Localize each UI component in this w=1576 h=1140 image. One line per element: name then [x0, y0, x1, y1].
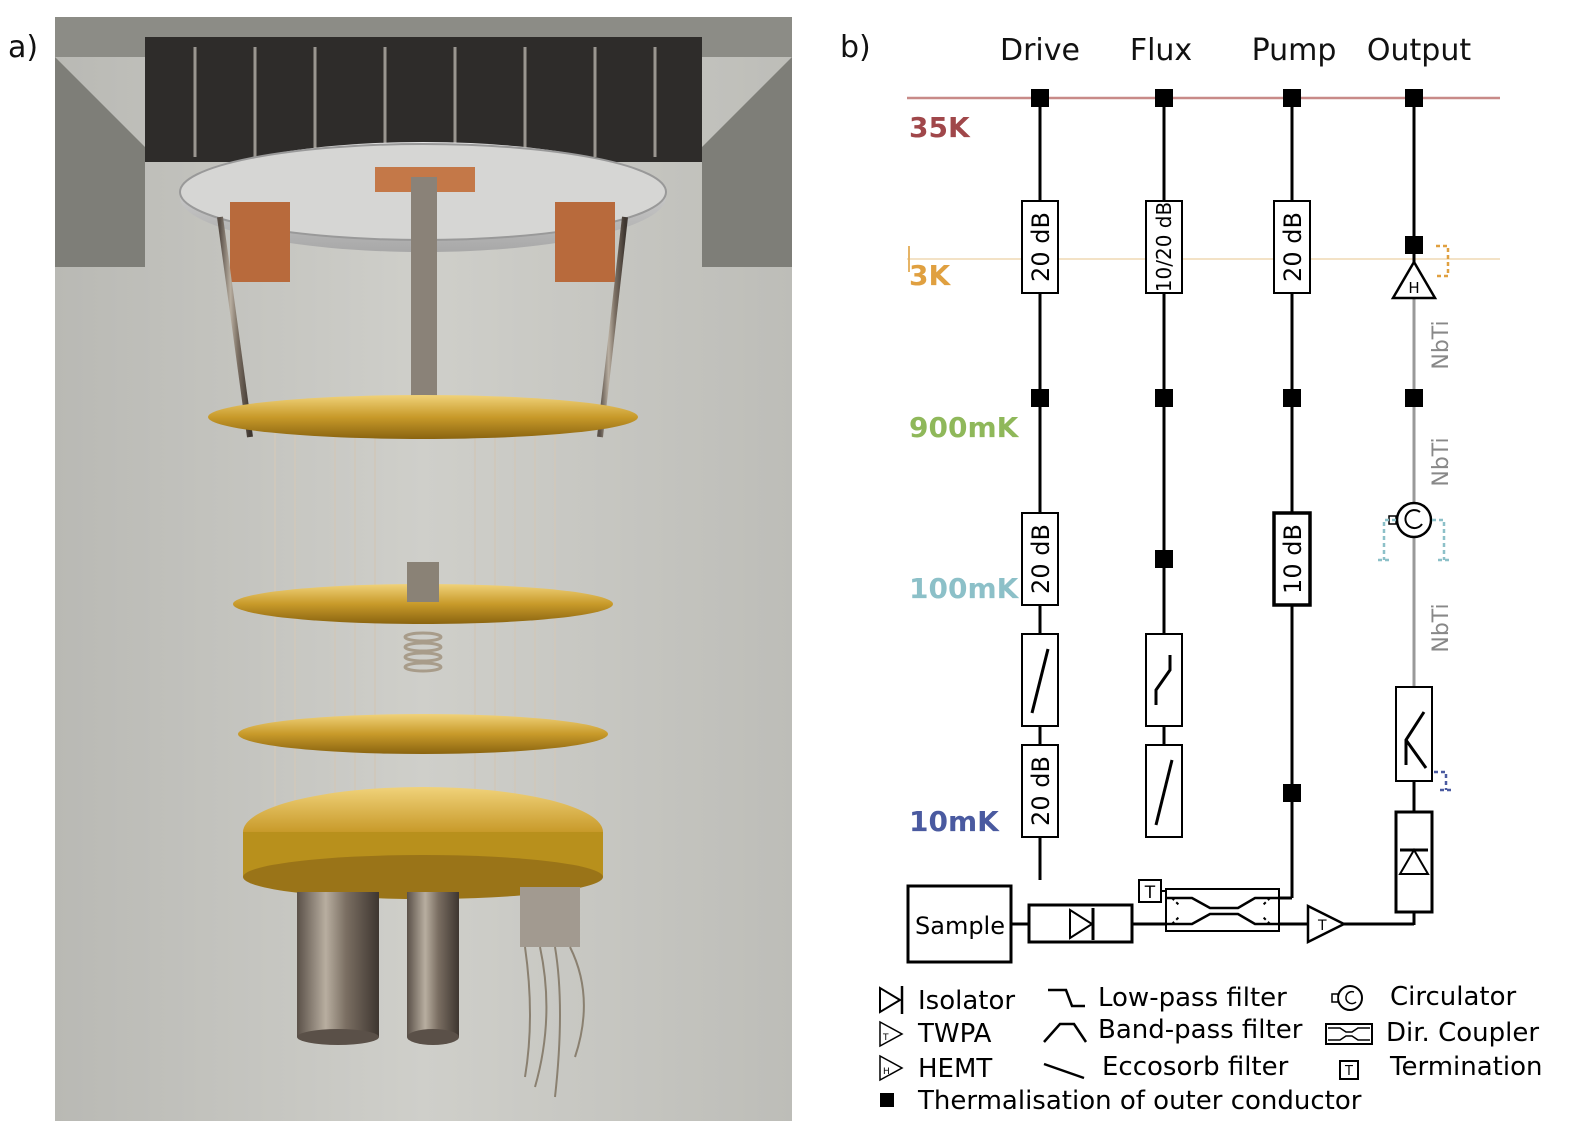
legend-lowpass-icon [1048, 988, 1085, 1008]
legend-circulator-icon [1337, 985, 1363, 1011]
flux-attenuator [1145, 200, 1183, 294]
stage-900mk-label: 900mK [909, 411, 1020, 444]
termination-glyph: T [1144, 883, 1156, 903]
svg-text:T: T [1344, 1064, 1353, 1079]
drive-thermal-35k [1031, 89, 1049, 107]
hemt-glyph: H [1408, 279, 1419, 297]
legend-isolator-label: Isolator [918, 986, 1015, 1016]
drive-attenuator-3-label: 20 dB [1027, 756, 1055, 826]
drive-attenuator-2 [1021, 512, 1059, 606]
output-line-title: Output [1367, 33, 1471, 68]
panel-b-label: b) [840, 30, 871, 65]
pump-attenuator-1 [1273, 200, 1311, 294]
nbti-label-2: NbTi [1429, 437, 1454, 486]
hemt-amplifier [1390, 259, 1438, 300]
legend-eccosorb-label: Eccosorb filter [1102, 1052, 1289, 1082]
flux-thermal-900mk [1155, 389, 1173, 407]
pump-attenuator-2-label: 10 dB [1279, 524, 1307, 594]
pump-attenuator-1-label: 20 dB [1279, 212, 1307, 282]
legend-isolator-icon [879, 986, 902, 1014]
sample-isolator [1027, 903, 1134, 944]
legend-dircoupler-icon [1325, 1023, 1373, 1045]
legend-hemt-icon [879, 1054, 904, 1082]
nbti-label-3: NbTi [1429, 603, 1454, 652]
drive-attenuator-1-label: 20 dB [1027, 212, 1055, 282]
twpa-glyph: T [1317, 918, 1327, 934]
drive-attenuator-2-label: 20 dB [1027, 524, 1055, 594]
output-thermal-900mk [1405, 389, 1423, 407]
pump-attenuator-2 [1272, 511, 1312, 607]
flux-thermal-35k [1155, 89, 1173, 107]
drive-attenuator-3 [1021, 744, 1059, 838]
panel-a-label: a) [8, 30, 39, 65]
output-bandpass-filter [1395, 686, 1433, 782]
stage-3k-label: 3K [909, 259, 951, 292]
output-thermal-35k [1405, 89, 1423, 107]
pump-thermal-10mk [1283, 784, 1301, 802]
stage-35k-label: 35K [909, 111, 971, 144]
flux-attenuator-label: 10/20 dB [1152, 202, 1176, 292]
flux-line-title: Flux [1130, 33, 1192, 68]
dilution-refrigerator-photo [55, 17, 792, 1121]
svg-text:T: T [882, 1033, 889, 1043]
legend-eccosorb-icon [1043, 1062, 1085, 1080]
legend-dircoupler-label: Dir. Coupler [1386, 1018, 1539, 1048]
legend-circulator-label: Circulator [1390, 982, 1517, 1012]
legend-thermalisation-icon [880, 1093, 894, 1107]
drive-thermal-900mk [1031, 389, 1049, 407]
legend: Isolator T TWPA H HEMT Low-pass filter B… [879, 982, 1542, 1116]
pump-thermal-900mk [1283, 389, 1301, 407]
legend-twpa-icon [879, 1020, 904, 1048]
pump-thermal-35k [1283, 89, 1301, 107]
drive-line-title: Drive [1000, 33, 1080, 68]
legend-hemt-label: HEMT [918, 1054, 992, 1084]
svg-text:H: H [883, 1067, 890, 1077]
legend-lowpass-label: Low-pass filter [1098, 983, 1287, 1013]
stage-10mk-label: 10mK [909, 805, 1000, 838]
output-thermal-3k [1405, 236, 1423, 254]
legend-thermalisation-label: Thermalisation of outer conductor [917, 1086, 1362, 1116]
nbti-label-1: NbTi [1429, 320, 1454, 369]
stage-100mk-label: 100mK [909, 572, 1020, 605]
legend-termination-label: Termination [1389, 1052, 1542, 1082]
twpa-amplifier [1306, 903, 1347, 945]
legend-twpa-label: TWPA [917, 1019, 992, 1049]
drive-attenuator-1 [1021, 200, 1059, 294]
circulator-icon [1395, 501, 1433, 539]
sample-label: Sample [915, 912, 1005, 940]
pump-line-title: Pump [1252, 33, 1337, 68]
legend-bandpass-icon [1043, 1022, 1088, 1043]
flux-thermal-100mk [1155, 550, 1173, 568]
legend-termination-icon [1339, 1060, 1359, 1080]
legend-bandpass-label: Band-pass filter [1098, 1015, 1303, 1045]
